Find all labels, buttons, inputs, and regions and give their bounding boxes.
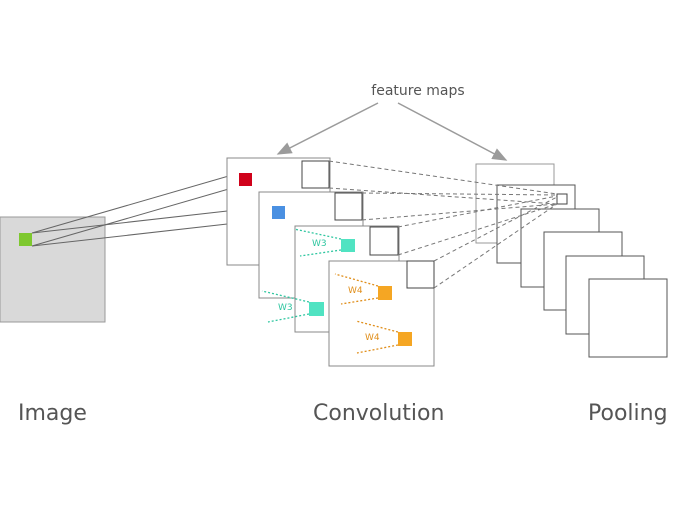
pooling-label: Pooling bbox=[588, 401, 668, 426]
conv-map-2-pool-window bbox=[334, 192, 363, 221]
feature-maps-label: feature maps bbox=[371, 83, 464, 99]
w3-label-top: W3 bbox=[312, 239, 327, 249]
w3-label-bottom: W3 bbox=[278, 303, 293, 313]
w4-kernel-bottom bbox=[355, 320, 399, 354]
conv-map-3-pool-window bbox=[369, 226, 399, 256]
image-label: Image bbox=[18, 401, 87, 426]
w4-label-bottom: W4 bbox=[365, 333, 380, 343]
w3-pixel-top bbox=[341, 239, 355, 252]
pool-target-cell bbox=[556, 193, 568, 205]
w3-kernel-bottom: W3 bbox=[261, 290, 324, 323]
w4-pixel-top bbox=[378, 286, 392, 300]
pooling-connections bbox=[328, 160, 558, 289]
feature-maps-arrows bbox=[276, 102, 508, 161]
conv-map-4-pool-window bbox=[406, 260, 435, 289]
conv-map-1-pool-window bbox=[301, 160, 330, 189]
w4-pixel-bottom bbox=[398, 332, 412, 346]
input-image bbox=[0, 216, 106, 323]
input-pixel bbox=[19, 233, 32, 246]
w4-kernel-top bbox=[334, 273, 379, 305]
w3-pixel-bottom bbox=[309, 302, 324, 316]
w4-label-top: W4 bbox=[348, 286, 363, 296]
conv-map-2-pixel bbox=[272, 206, 285, 219]
pool-map-6 bbox=[588, 278, 668, 358]
w3-kernel-top bbox=[293, 228, 342, 257]
conv-map-4: W4 W4 bbox=[328, 260, 435, 367]
conv-map-1-pixel bbox=[239, 173, 252, 186]
convolution-label: Convolution bbox=[313, 401, 444, 426]
